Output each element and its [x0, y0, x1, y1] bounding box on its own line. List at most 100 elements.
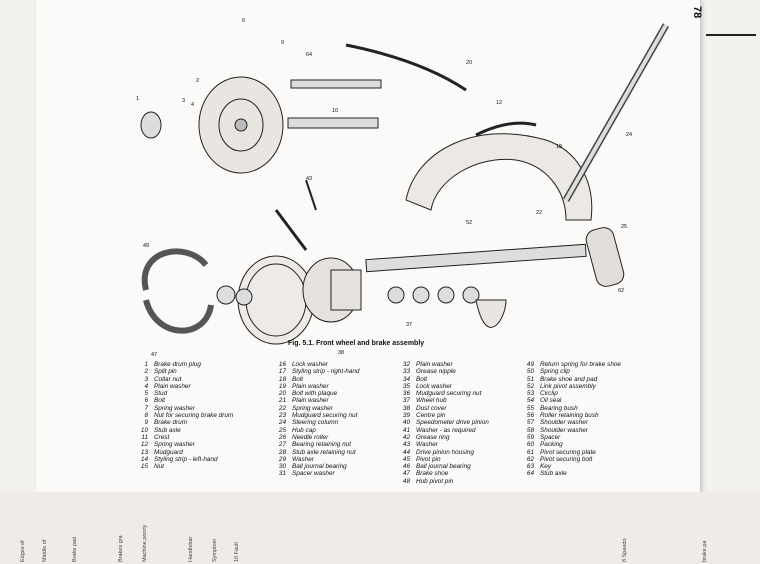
legend-item: 14 Styling strip - left-hand	[132, 456, 233, 463]
strip-text: Handlebar	[188, 536, 194, 562]
legend-label: Plain washer	[416, 361, 453, 368]
strip-text: Brakes gra	[118, 535, 124, 562]
legend-number: 10	[140, 426, 148, 434]
legend-label: Nut	[154, 463, 164, 471]
legend-item: 25 Hub cap	[270, 427, 360, 434]
legend-number: 18	[278, 375, 286, 383]
legend-number: 62	[526, 455, 534, 463]
legend-number: 22	[278, 404, 286, 412]
legend-label: Washer	[292, 455, 314, 463]
legend-label: Brake drum	[154, 419, 188, 427]
legend-label: Hub pivot pin	[416, 477, 454, 485]
legend-item: 26 Needle roller	[270, 434, 360, 441]
legend-label: Hub cap	[292, 426, 316, 434]
legend-label: Bearing bush	[540, 404, 578, 412]
legend-item: 58 Shoulder washer	[518, 427, 621, 434]
callout-9: 9	[281, 40, 285, 46]
callout-37: 37	[406, 322, 413, 328]
legend-label: Brake drum plug	[154, 361, 201, 368]
legend-number: 58	[526, 426, 534, 434]
legend-label: Dust cover	[416, 404, 447, 412]
legend-label: Key	[540, 463, 552, 471]
callout-49: 49	[143, 243, 150, 249]
exploded-diagram	[140, 23, 670, 345]
legend-item: 10 Stub axle	[132, 427, 233, 434]
legend-label: Grease ring	[416, 433, 450, 441]
legend-label: Collar nut	[154, 375, 182, 383]
legend-label: Spring clip	[540, 368, 570, 376]
legend-number: 17	[278, 368, 286, 376]
legend-number: 11	[141, 433, 148, 441]
legend-label: Grease nipple	[416, 368, 456, 376]
legend-label: Roller retaining bush	[540, 412, 599, 420]
legend-label: Spring washer	[154, 404, 195, 412]
legend-label: Link pivot assembly	[540, 382, 596, 390]
legend-label: Styling strip - left-hand	[154, 455, 218, 463]
legend-label: Plain washer	[292, 397, 329, 405]
legend-number: 49	[526, 361, 534, 368]
callout-47: 47	[151, 352, 158, 358]
callout-62: 62	[618, 288, 625, 294]
callout-2: 2	[196, 78, 200, 84]
strip-text: Brake pad	[72, 536, 78, 562]
link-pivot	[365, 243, 587, 273]
legend-number: 25	[278, 426, 286, 434]
legend-label: Mudguard	[154, 448, 183, 456]
legend-label: Bolt	[154, 397, 166, 405]
legend-number: 16	[278, 361, 286, 368]
legend-number: 60	[526, 441, 534, 449]
legend-item: 11 Crest	[132, 434, 233, 441]
legend-number: 61	[526, 448, 534, 456]
legend-number: 5	[144, 390, 148, 398]
legend-number: 9	[144, 419, 148, 427]
legend-number: 14	[140, 455, 148, 463]
legend-label: Steering column	[292, 419, 339, 427]
legend-number: 21	[278, 397, 286, 405]
callout-38: 38	[338, 350, 345, 356]
header-rule	[706, 34, 756, 36]
strip-text: Edges of	[20, 540, 26, 562]
legend-item: 60 Packing	[518, 441, 621, 448]
legend-number: 57	[526, 419, 534, 427]
legend-number: 26	[278, 433, 286, 441]
legend-label: Stub axle	[154, 426, 181, 434]
legend-label: Crest	[154, 433, 170, 441]
legend-label: Needle roller	[292, 433, 329, 441]
legend-label: Brake shoe and pad	[540, 375, 598, 383]
legend-number: 43	[402, 441, 410, 449]
legend-number: 51	[526, 375, 534, 383]
legend-label: Spring washer	[154, 441, 195, 449]
legend-label: Stub axle	[540, 470, 567, 478]
legend-number: 20	[278, 390, 286, 398]
brake-shoes	[141, 248, 209, 291]
legend-label: Packing	[540, 441, 563, 449]
legend-number: 35	[402, 382, 410, 390]
legend-label: Ball journal bearing	[292, 463, 347, 471]
legend-label: Shoulder washer	[540, 426, 588, 434]
legend-label: Plain washer	[292, 382, 329, 390]
